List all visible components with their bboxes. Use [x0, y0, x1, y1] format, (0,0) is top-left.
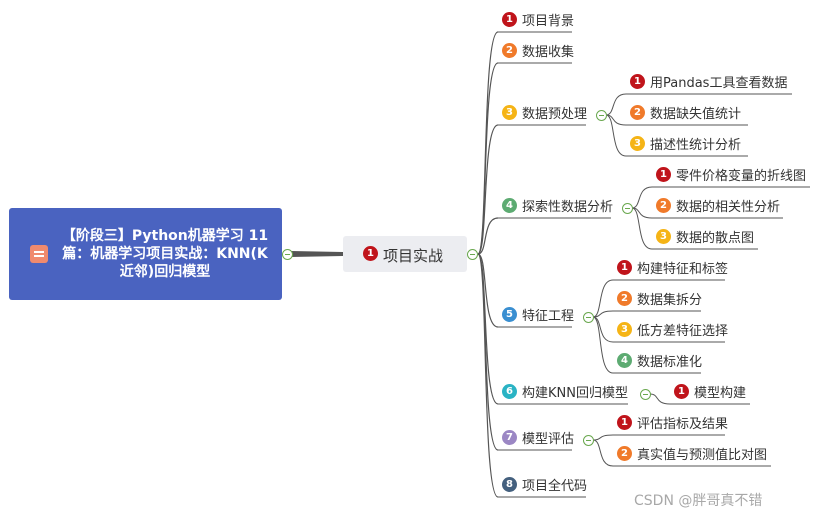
branch-connector [477, 253, 499, 498]
subtopic-5-2-label: 数据集拆分 [637, 293, 703, 308]
subtopic-4-2-label: 数据的相关性分析 [676, 200, 781, 215]
branch-2-label: 数据收集 [522, 45, 575, 60]
layers-icon [30, 245, 48, 263]
subtopic-7-2[interactable]: 2 真实值与预测值比对图 [617, 444, 767, 463]
subtopic-6-1-label: 模型构建 [694, 386, 747, 401]
subtopic-5-1[interactable]: 1 构建特征和标签 [617, 258, 728, 277]
branch-connector [477, 217, 499, 255]
subtopic-connector [631, 186, 653, 209]
collapse-toggle-icon[interactable] [583, 312, 594, 323]
main-topic-label: 项目实战 [383, 247, 444, 265]
branch-4[interactable]: 4 探索性数据分析 [502, 196, 613, 215]
collapse-toggle-icon[interactable] [467, 249, 478, 260]
number-badge: 8 [502, 477, 517, 492]
subtopic-4-1-label: 零件价格变量的折线图 [676, 169, 807, 184]
subtopic-connector [592, 279, 614, 318]
branch-6-label: 构建KNN回归模型 [522, 386, 628, 401]
number-badge: 1 [502, 12, 517, 27]
number-badge: 2 [656, 198, 671, 213]
watermark: CSDN @胖哥真不错 [634, 493, 763, 509]
root-title: 【阶段三】Python机器学习 11篇：机器学习项目实战：KNN(K近邻)回归模… [61, 228, 269, 280]
number-badge: 2 [617, 291, 632, 306]
branch-connector [477, 253, 499, 328]
subtopic-5-1-label: 构建特征和标签 [637, 262, 729, 277]
branch-7-label: 模型评估 [522, 432, 575, 447]
root-connector [291, 251, 343, 257]
subtopic-connector [592, 439, 614, 467]
subtopic-5-4[interactable]: 4 数据标准化 [617, 351, 702, 370]
number-badge: 6 [502, 384, 517, 399]
subtopic-connector [605, 114, 627, 157]
subtopic-connector [592, 434, 614, 441]
subtopic-3-1-label: 用Pandas工具查看数据 [650, 76, 788, 91]
root-topic[interactable]: 【阶段三】Python机器学习 11篇：机器学习项目实战：KNN(K近邻)回归模… [9, 208, 282, 300]
main-topic[interactable]: 1 项目实战 [343, 236, 467, 272]
branch-7[interactable]: 7 模型评估 [502, 428, 574, 447]
collapse-toggle-icon[interactable] [583, 435, 594, 446]
branch-3-label: 数据预处理 [522, 107, 588, 122]
number-badge: 1 [656, 167, 671, 182]
subtopic-5-3[interactable]: 3 低方差特征选择 [617, 320, 728, 339]
collapse-toggle-icon[interactable] [282, 249, 293, 260]
number-badge: 3 [630, 136, 645, 151]
branch-2[interactable]: 2 数据收集 [502, 41, 574, 60]
subtopic-connector [592, 316, 614, 343]
subtopic-5-4-label: 数据标准化 [637, 355, 703, 370]
subtopic-5-2[interactable]: 2 数据集拆分 [617, 289, 702, 308]
subtopic-4-3-label: 数据的散点图 [676, 231, 755, 246]
subtopic-6-1[interactable]: 1 模型构建 [674, 382, 746, 401]
number-badge: 5 [502, 307, 517, 322]
subtopic-7-2-label: 真实值与预测值比对图 [637, 448, 768, 463]
subtopic-4-2[interactable]: 2 数据的相关性分析 [656, 196, 780, 215]
branch-connector [477, 253, 499, 405]
subtopic-connector [592, 310, 614, 318]
branch-connector [477, 124, 499, 255]
branch-1[interactable]: 1 项目背景 [502, 10, 574, 29]
branch-connector [477, 253, 499, 451]
branch-connector [477, 62, 499, 255]
number-badge: 3 [502, 105, 517, 120]
number-badge: 3 [656, 229, 671, 244]
number-badge: 1 [630, 74, 645, 89]
collapse-toggle-icon[interactable] [622, 203, 633, 214]
number-badge: 4 [502, 198, 517, 213]
main-topic-badge: 1 [363, 246, 378, 261]
subtopic-connector [605, 93, 627, 116]
collapse-toggle-icon[interactable] [596, 110, 607, 121]
number-badge: 1 [617, 260, 632, 275]
subtopic-5-3-label: 低方差特征选择 [637, 324, 729, 339]
subtopic-3-1[interactable]: 1 用Pandas工具查看数据 [630, 72, 787, 91]
branch-5-label: 特征工程 [522, 309, 575, 324]
branch-3[interactable]: 3 数据预处理 [502, 103, 587, 122]
subtopic-3-3[interactable]: 3 描述性统计分析 [630, 134, 741, 153]
subtopic-connector [592, 316, 614, 374]
branch-6[interactable]: 6 构建KNN回归模型 [502, 382, 628, 401]
branch-4-label: 探索性数据分析 [522, 200, 614, 215]
number-badge: 2 [630, 105, 645, 120]
subtopic-connector [631, 207, 653, 250]
subtopic-3-3-label: 描述性统计分析 [650, 138, 742, 153]
number-badge: 2 [502, 43, 517, 58]
subtopic-3-2-label: 数据缺失值统计 [650, 107, 742, 122]
number-badge: 1 [674, 384, 689, 399]
number-badge: 3 [617, 322, 632, 337]
number-badge: 1 [617, 415, 632, 430]
subtopic-4-1[interactable]: 1 零件价格变量的折线图 [656, 165, 806, 184]
subtopic-connector [649, 393, 671, 405]
subtopic-3-2[interactable]: 2 数据缺失值统计 [630, 103, 741, 122]
subtopic-7-1-label: 评估指标及结果 [637, 417, 729, 432]
number-badge: 2 [617, 446, 632, 461]
branch-8-label: 项目全代码 [522, 479, 588, 494]
branch-1-label: 项目背景 [522, 14, 575, 29]
collapse-toggle-icon[interactable] [640, 389, 651, 400]
branch-8[interactable]: 8 项目全代码 [502, 475, 587, 494]
number-badge: 7 [502, 430, 517, 445]
subtopic-7-1[interactable]: 1 评估指标及结果 [617, 413, 728, 432]
branch-5[interactable]: 5 特征工程 [502, 305, 574, 324]
subtopic-4-3[interactable]: 3 数据的散点图 [656, 227, 754, 246]
number-badge: 4 [617, 353, 632, 368]
